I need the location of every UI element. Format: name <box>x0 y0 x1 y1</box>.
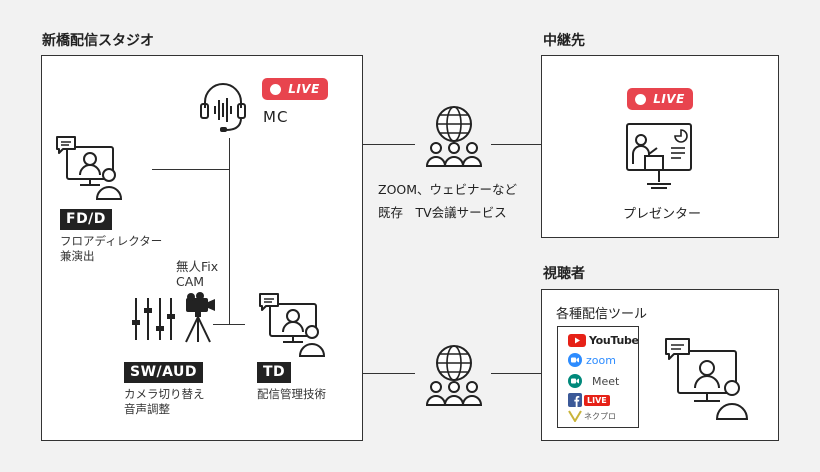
tool-youtube: YouTube <box>568 334 639 347</box>
studio-live-badge: LIVE <box>262 78 328 100</box>
live-dot-icon <box>270 83 282 95</box>
camera-tripod-icon <box>185 292 215 343</box>
tool-nexpro: ネクプロ <box>568 410 616 422</box>
network-viewers-line <box>491 373 541 374</box>
tool-zoom: zoom <box>568 353 616 367</box>
nexpro-icon <box>568 410 582 422</box>
td-tag: TD <box>257 362 292 383</box>
camera-label: 無人Fix CAM <box>176 259 219 289</box>
swaud-tag: SW/AUD <box>124 362 204 383</box>
td-desc: 配信管理技術 <box>257 387 326 401</box>
studio-vertical-line <box>229 138 230 325</box>
fdd-tag: FD/D <box>60 209 112 230</box>
live-dot-icon <box>635 93 647 105</box>
swaud-desc: カメラ切り替え 音声調整 <box>124 387 205 416</box>
youtube-icon <box>568 334 586 347</box>
technician-monitor-icon <box>259 293 326 357</box>
network-relay-line <box>491 144 541 145</box>
headset-icon <box>200 83 246 132</box>
facebook-icon <box>568 393 582 407</box>
viewer-monitor-icon <box>665 338 749 420</box>
studio-network-line <box>363 144 415 145</box>
viewer-network-globe-icon <box>425 345 483 406</box>
meet-icon <box>568 374 582 388</box>
tools-title: 各種配信ツール <box>556 307 648 322</box>
network-caption: ZOOM、ウェビナーなど 既存 TV会議サービス <box>378 182 518 220</box>
fdd-connector-line <box>152 169 229 170</box>
studio-title: 新橋配信スタジオ <box>42 33 154 49</box>
director-monitor-icon <box>56 136 123 200</box>
tools-list: YouTube zoom Meet LIVE ネクプロ <box>557 326 639 428</box>
presenter-label: プレゼンター <box>623 207 702 222</box>
tool-facebook-live: LIVE <box>568 393 610 407</box>
presenter-icon <box>626 123 692 189</box>
camera-connector-line <box>213 324 245 325</box>
fdd-desc: フロアディレクター 兼演出 <box>60 234 163 263</box>
viewers-title: 視聴者 <box>543 266 585 282</box>
zoom-icon <box>568 353 582 367</box>
studio-viewer-network-line <box>363 373 415 374</box>
relay-live-badge: LIVE <box>627 88 693 110</box>
tool-meet: Meet <box>568 374 619 388</box>
mc-label: MC <box>263 108 289 126</box>
network-globe-icon <box>425 106 483 167</box>
mixer-icon <box>132 298 175 340</box>
relay-title: 中継先 <box>543 33 585 49</box>
